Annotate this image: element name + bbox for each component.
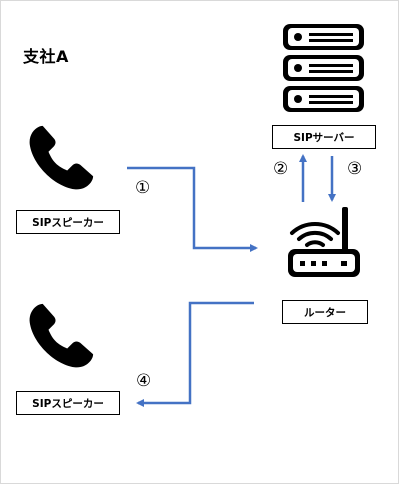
arrow-4 [136, 301, 254, 407]
step-4-label: ④ [136, 371, 152, 391]
step-2-label: ② [273, 159, 289, 179]
arrow-1 [127, 166, 258, 252]
branch-title: 支社A [23, 47, 69, 66]
step-1-label: ① [135, 178, 151, 198]
sip-speaker-top-label: SIPスピーカー [16, 210, 120, 234]
phone-icon [29, 125, 94, 190]
router-label: ルーター [282, 300, 368, 324]
router-icon [288, 207, 360, 277]
sip-speaker-bottom-label: SIPスピーカー [16, 391, 120, 415]
sip-server-label: SIPサーバー [272, 125, 376, 149]
server-icon [283, 24, 364, 112]
step-3-label: ③ [347, 159, 363, 179]
phone-icon [29, 303, 94, 368]
